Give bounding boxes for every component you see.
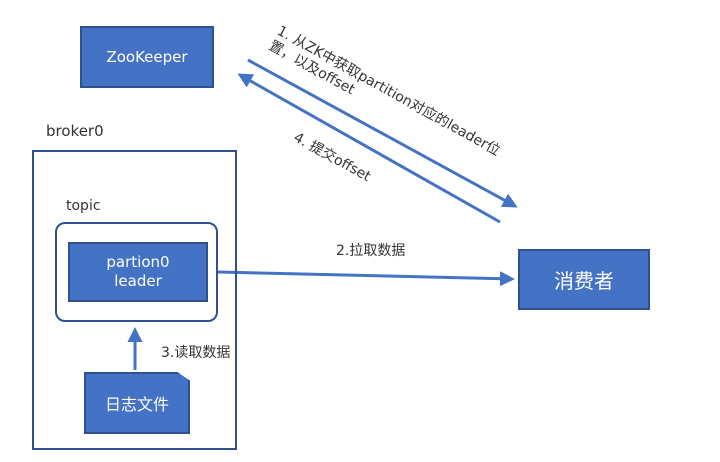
partition-role: leader [114, 272, 162, 290]
partition-leader-node: partion0 leader [68, 242, 208, 302]
log-file-node: 日志文件 [84, 372, 190, 434]
zookeeper-label: ZooKeeper [106, 48, 188, 66]
log-file-label: 日志文件 [104, 395, 169, 414]
consumer-label: 消费者 [554, 269, 614, 293]
step2-label: 2.拉取数据 [336, 243, 406, 259]
topic-frame [55, 222, 218, 322]
arrow-fetch-from-zk [247, 58, 518, 208]
broker-label: broker0 [46, 122, 104, 140]
step3-label: 3.读取数据 [161, 345, 231, 361]
broker-frame [32, 150, 237, 450]
partition-name: partion0 [106, 253, 170, 271]
arrow-pull-data [217, 270, 515, 287]
topic-label: topic [66, 198, 101, 214]
consumer-node: 消费者 [518, 249, 650, 310]
arrow-commit-offset [237, 73, 501, 224]
zookeeper-node: ZooKeeper [80, 26, 214, 88]
